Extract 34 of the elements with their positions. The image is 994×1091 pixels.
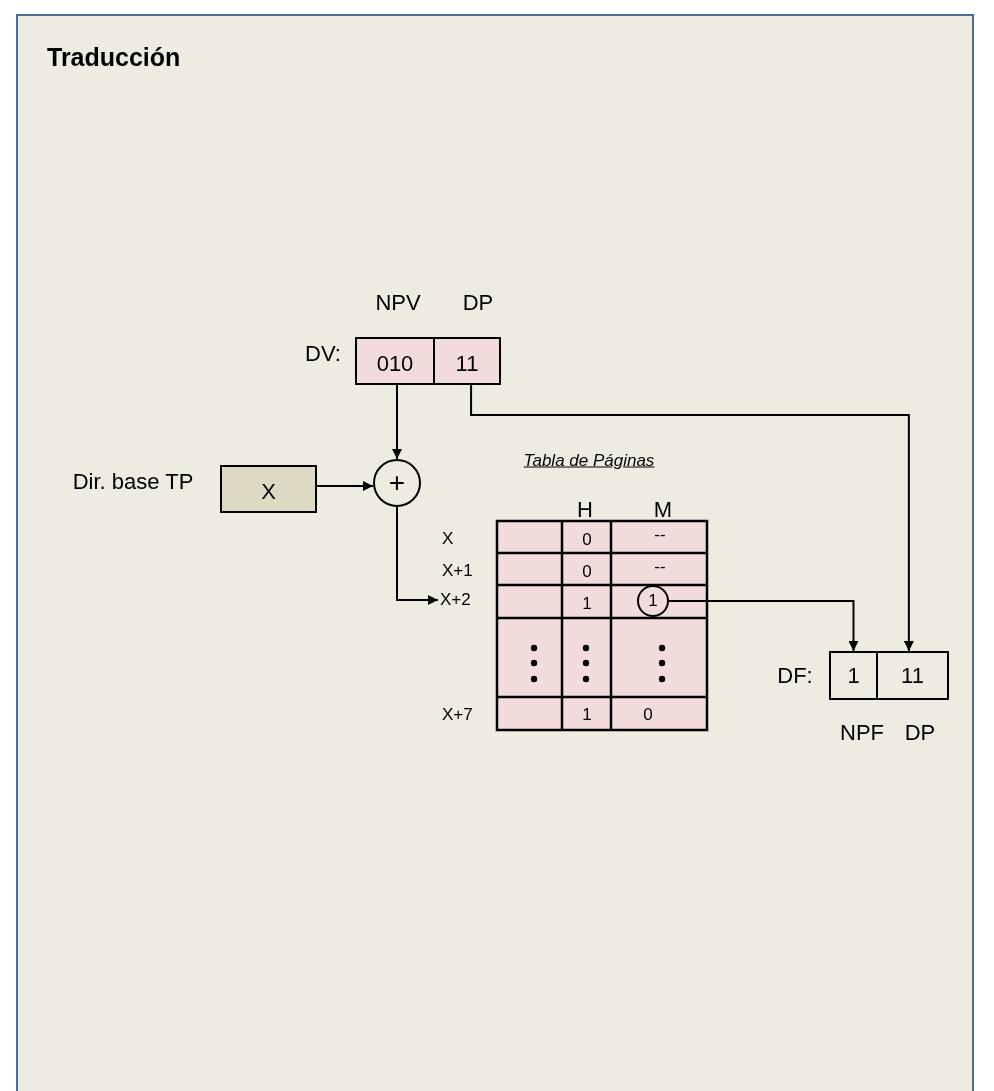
address-field-cell: 1 xyxy=(829,651,878,700)
table-entry: 1 xyxy=(582,594,592,612)
row-label: X+2 xyxy=(440,589,482,611)
table-entry: 0 xyxy=(643,705,653,723)
table-entry: 1 xyxy=(582,705,592,723)
table-entry: -- xyxy=(654,557,666,575)
row-label: X xyxy=(442,529,454,547)
arrow xyxy=(668,600,859,652)
column-header: M xyxy=(653,499,673,521)
register-caption: Dir. base TP xyxy=(72,471,194,493)
row-label: X+1 xyxy=(442,561,473,579)
register-name: DF: xyxy=(777,665,813,687)
column-header: H xyxy=(577,499,593,521)
table-title: Tabla de Páginas xyxy=(523,451,655,469)
adder-circle: + xyxy=(373,459,421,507)
arrow xyxy=(470,384,914,652)
field-header: DP xyxy=(904,722,936,744)
field-header: NPV xyxy=(375,292,421,314)
address-field-cell: 11 xyxy=(433,337,501,385)
register-name: DV: xyxy=(305,343,341,365)
arrow xyxy=(396,506,439,605)
register-box: X xyxy=(220,465,317,513)
table-entry: 0 xyxy=(582,562,592,580)
address-field-cell: 010 xyxy=(355,337,435,385)
field-header: DP xyxy=(462,292,494,314)
table-entry: 0 xyxy=(582,530,592,548)
circled-cell-value: 1 xyxy=(637,585,669,617)
table-entry: -- xyxy=(654,525,666,543)
address-field-cell: 11 xyxy=(876,651,949,700)
field-header: NPF xyxy=(840,722,884,744)
arrow xyxy=(316,481,374,491)
arrow xyxy=(392,384,402,460)
row-label: X+7 xyxy=(442,705,473,723)
slide-title: Traducción xyxy=(47,43,181,72)
